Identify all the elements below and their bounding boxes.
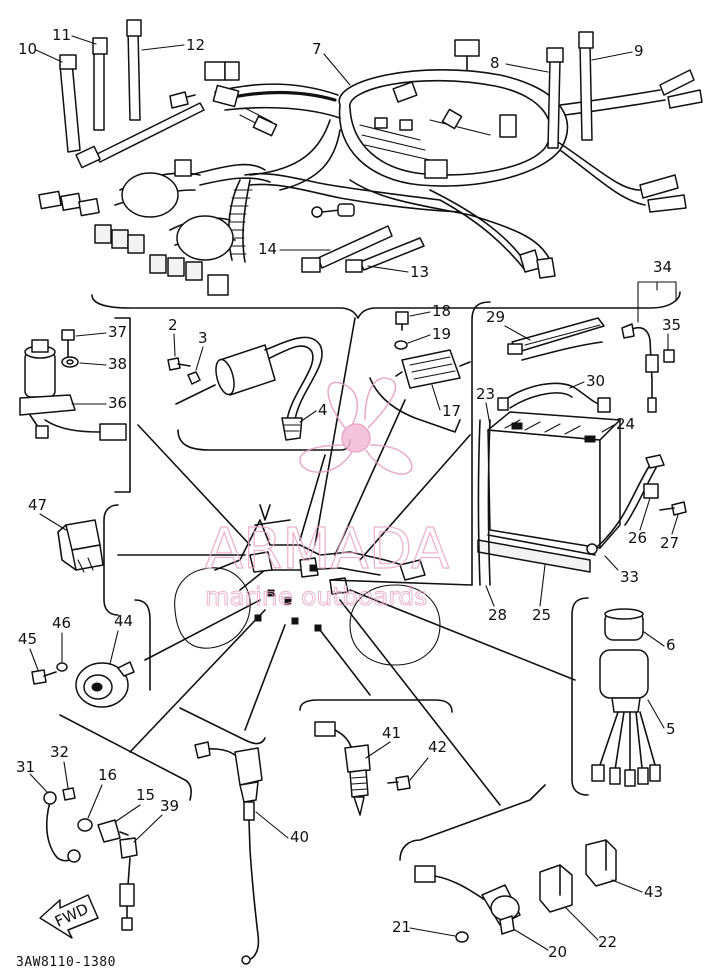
- callout-46: 46: [52, 614, 71, 632]
- harness-group-bracket: [91, 291, 681, 319]
- callout-31: 31: [16, 758, 35, 776]
- sensor-switch-group: [43, 787, 138, 931]
- callout-37: 37: [108, 323, 127, 341]
- callout-14: 14: [258, 240, 277, 258]
- callout-32: 32: [50, 743, 69, 761]
- callout-47: 47: [28, 496, 47, 514]
- pressure-switch-icon: [314, 721, 371, 816]
- starter-switch-icon: [414, 865, 521, 935]
- horn-icon: [75, 661, 135, 708]
- frame-outline: [174, 504, 441, 666]
- callout-8: 8: [490, 54, 500, 72]
- callout-39: 39: [160, 797, 179, 815]
- leader-lines: [117, 317, 576, 806]
- callout-36: 36: [108, 394, 127, 412]
- callout-42: 42: [428, 738, 447, 756]
- callout-18: 18: [432, 302, 451, 320]
- callout-12: 12: [186, 36, 205, 54]
- relay-icon: [57, 519, 104, 573]
- callout-20: 20: [548, 943, 567, 961]
- callout-16: 16: [98, 766, 117, 784]
- rectifier-regulator-icon: [394, 311, 471, 389]
- callout-35: 35: [662, 316, 681, 334]
- callout-2: 2: [168, 316, 178, 334]
- callout-numbers: 10 11 12 7 8 9 14 13 37 38 36 2 3 4 18 1…: [16, 26, 681, 961]
- callout-43: 43: [644, 883, 663, 901]
- callout-45: 45: [18, 630, 37, 648]
- callout-44: 44: [114, 612, 133, 630]
- callout-4: 4: [318, 401, 328, 419]
- callout-34: 34: [653, 258, 672, 276]
- callout-9: 9: [634, 42, 644, 60]
- terminal-connectors-icon: [519, 69, 703, 279]
- fuse-box-icon: [539, 839, 617, 913]
- callout-7: 7: [312, 40, 322, 58]
- callout-25: 25: [532, 606, 551, 624]
- callout-15: 15: [136, 786, 155, 804]
- callout-21: 21: [392, 918, 411, 936]
- callout-6: 6: [666, 636, 676, 654]
- callout-3: 3: [198, 329, 208, 347]
- cable-ties-group: [59, 19, 594, 273]
- callout-11: 11: [52, 26, 71, 44]
- callout-40: 40: [290, 828, 309, 846]
- callout-13: 13: [410, 263, 429, 281]
- callout-19: 19: [432, 325, 451, 343]
- callout-10: 10: [18, 40, 37, 58]
- diagram-code: 3AW8110-1380: [16, 955, 116, 970]
- callout-30: 30: [586, 372, 605, 390]
- connector-block-icon: [38, 190, 229, 296]
- watermark-logo: ARMADA marine outboards: [204, 377, 450, 612]
- wire-harness-group: [38, 39, 703, 296]
- turn-signal-relay-icon: [591, 649, 661, 787]
- callout-41: 41: [382, 724, 401, 742]
- callout-28: 28: [488, 606, 507, 624]
- watermark-tagline: marine outboards: [205, 582, 427, 611]
- callout-22: 22: [598, 933, 617, 951]
- flasher-relay-icon: [604, 608, 644, 641]
- callout-5: 5: [666, 720, 676, 738]
- starter-relay-icon: [19, 339, 127, 441]
- callout-26: 26: [628, 529, 647, 547]
- fwd-arrow-icon: FWD: [39, 894, 99, 939]
- callout-27: 27: [660, 534, 679, 552]
- speed-sensor-icon: [194, 741, 263, 965]
- callout-29: 29: [486, 308, 505, 326]
- ignition-coil-icon: [175, 336, 323, 441]
- callout-33: 33: [620, 568, 639, 586]
- watermark-brand: ARMADA: [205, 517, 449, 582]
- callout-23: 23: [476, 385, 495, 403]
- callout-38: 38: [108, 355, 127, 373]
- callout-24: 24: [616, 415, 635, 433]
- battery-icon: [477, 411, 621, 573]
- callout-17: 17: [442, 402, 461, 420]
